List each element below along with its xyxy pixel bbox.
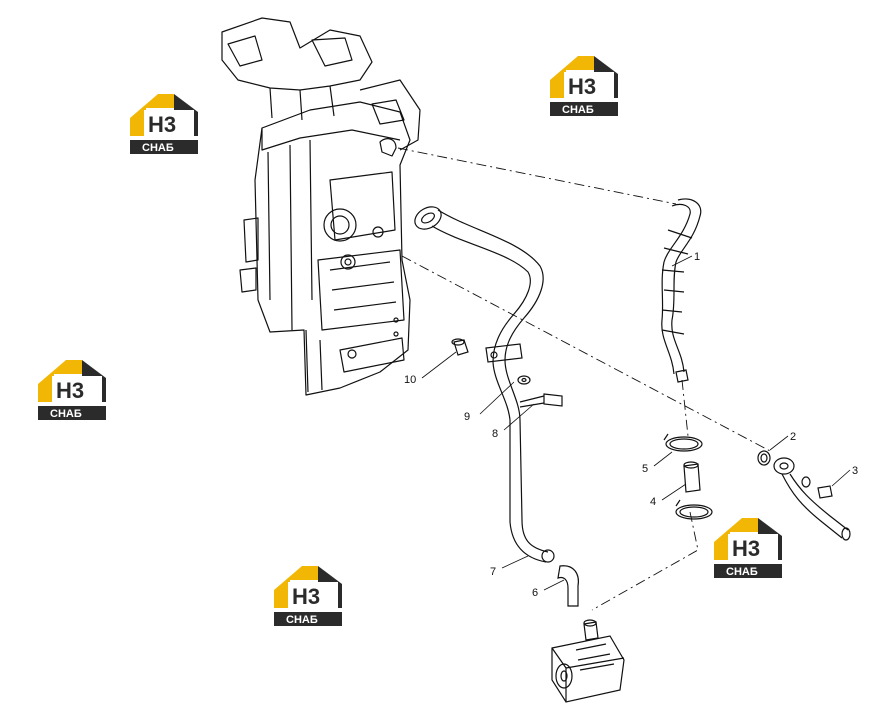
nut-part-10: [451, 338, 469, 356]
watermark-logo: H3 СНАБ: [712, 514, 784, 580]
callout-3: 3: [852, 465, 858, 477]
callout-9: 9: [464, 411, 470, 423]
leader-lines: [397, 147, 773, 611]
oring-part-2: [757, 450, 771, 466]
brand-logo-icon: H3 СНАБ: [38, 360, 106, 420]
callout-4: 4: [650, 496, 656, 508]
brand-mark: H3: [292, 584, 320, 609]
watermark-logo: H3 СНАБ: [548, 52, 620, 118]
callout-10: 10: [404, 374, 416, 386]
brand-logo-icon: H3 СНАБ: [274, 566, 342, 626]
brand-text: СНАБ: [50, 408, 82, 420]
callout-8: 8: [492, 428, 498, 440]
engine-block: [221, 17, 421, 396]
callout-7: 7: [490, 566, 496, 578]
pipe-part-3: [773, 457, 851, 541]
pipe-part-7: [414, 206, 555, 563]
brand-mark: H3: [56, 378, 84, 403]
bolt-part-8: [519, 393, 563, 408]
watermark-logo: H3 СНАБ: [128, 90, 200, 156]
brand-text: СНАБ: [286, 614, 318, 626]
hose-part-6: [557, 565, 579, 607]
brand-text: СНАБ: [142, 142, 174, 154]
callout-5: 5: [642, 463, 648, 475]
brand-logo-icon: H3 СНАБ: [130, 94, 198, 154]
brand-mark: H3: [148, 112, 176, 137]
hose-part-1: [661, 198, 702, 383]
oil-cooler: [551, 619, 625, 703]
brand-text: СНАБ: [726, 566, 758, 578]
clamp-part-5: [663, 433, 703, 452]
connector-part-4: [683, 461, 701, 493]
washer-part-9: [517, 375, 531, 385]
callout-numbers: 1 2 3 4 5 6 7 8 9 10: [404, 251, 858, 599]
clamp-part-4b: [675, 499, 713, 520]
brand-mark: H3: [568, 74, 596, 99]
callout-6: 6: [532, 587, 538, 599]
watermark-logo: H3 СНАБ: [272, 562, 344, 628]
callout-leaders: [421, 255, 851, 591]
brand-logo-icon: H3 СНАБ: [550, 56, 618, 116]
brand-text: СНАБ: [562, 104, 594, 116]
brand-logo-icon: H3 СНАБ: [714, 518, 782, 578]
brand-mark: H3: [732, 536, 760, 561]
callout-2: 2: [790, 431, 796, 443]
callout-1: 1: [694, 251, 700, 263]
watermark-logo: H3 СНАБ: [36, 356, 108, 422]
